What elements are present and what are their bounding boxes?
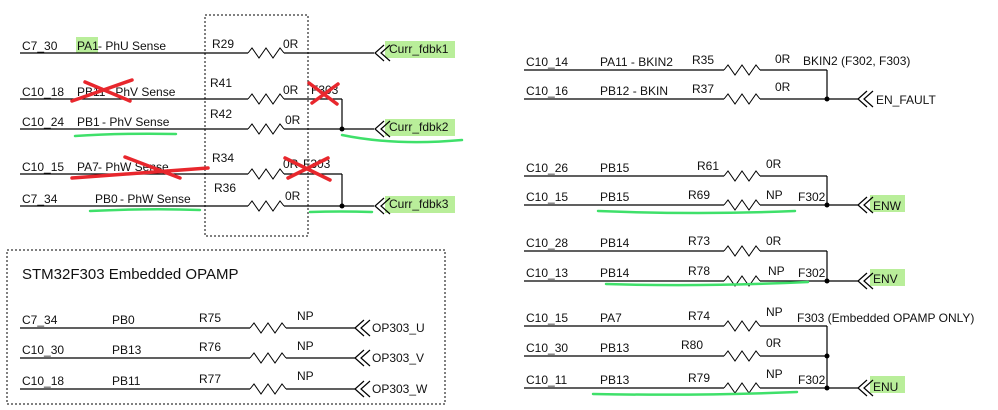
right-row5-connector: C10_28: [526, 236, 568, 250]
right-row1-connector: C10_14: [526, 55, 568, 69]
opamp-row2-ref: R76: [199, 340, 221, 354]
highlight-pa1: [76, 37, 98, 53]
highlight-curr-fdbk3: [385, 196, 455, 213]
right-row5-pin: PB14: [600, 236, 630, 250]
right-row6-note: F302: [798, 266, 826, 280]
right-row9-ref: R79: [688, 371, 710, 385]
right-row4-pin: PB15: [600, 190, 630, 204]
left-row3-ref: R42: [210, 107, 232, 121]
left-row1-value: 0R: [283, 37, 299, 51]
right-row1-note: BKIN2 (F302, F303): [803, 54, 910, 68]
opamp-row3-ref: R77: [199, 372, 221, 386]
right-row9-pin: PB13: [600, 373, 630, 387]
highlight-env: [870, 269, 905, 286]
left-row4-connector: C10_15: [22, 160, 64, 174]
right-row6-value: NP: [768, 264, 785, 278]
left-row2-connector: C10_18: [22, 85, 64, 99]
left-row5-ref: R36: [214, 181, 236, 195]
left-row1-ref: R29: [212, 37, 234, 51]
right-row6-pin: PB14: [600, 266, 630, 280]
right-row1-ref: R35: [692, 53, 714, 67]
right-row2-value: 0R: [775, 80, 791, 94]
highlight-curr-fdbk1: [385, 41, 455, 58]
right-row7-ref: R74: [688, 309, 710, 323]
green-underline-marks: [73, 132, 810, 396]
left-row3-pin: PB1: [77, 115, 100, 129]
opamp-section: [20, 319, 371, 398]
right-row7-connector: C10_15: [526, 311, 568, 325]
highlight-enw: [870, 195, 905, 212]
highlight-curr-fdbk2: [385, 119, 455, 136]
net-label-enw: ENW: [873, 199, 902, 213]
opamp-box-title: STM32F303 Embedded OPAMP: [22, 266, 239, 283]
right-row2-connector: C10_16: [526, 84, 568, 98]
right-row4-ref: R69: [688, 188, 710, 202]
opamp-row3-pin: PB11: [112, 374, 141, 388]
right-row9-value: NP: [766, 367, 783, 381]
net-label-enu: ENU: [873, 380, 898, 394]
right-row3-value: 0R: [766, 157, 782, 171]
left-row2-value: 0R: [283, 83, 299, 97]
opamp-row1-connector: C7_34: [22, 313, 58, 327]
right-row5-ref: R73: [688, 234, 710, 248]
opamp-row2-value: NP: [297, 339, 314, 353]
left-row2-ref: R41: [210, 76, 232, 90]
right-row3-connector: C10_26: [526, 161, 568, 175]
right-row4-note: F302: [798, 190, 826, 204]
left-row5-value: 0R: [285, 189, 301, 203]
right-row4-value: NP: [766, 188, 783, 202]
left-row5-pin: PB0: [95, 192, 118, 206]
right-row7-value: NP: [766, 305, 783, 319]
left-row5-desc: - PhW Sense: [120, 192, 191, 206]
opamp-row1-pin: PB0: [112, 313, 135, 327]
right-row3-ref: R61: [697, 159, 719, 173]
resistor-group-box: [204, 14, 309, 237]
right-row1-pin: PA11 - BKIN2: [600, 55, 673, 69]
net-label-op303-v: OP303_V: [372, 351, 424, 365]
highlight-enu: [870, 376, 905, 393]
right-row6-ref: R78: [688, 264, 710, 278]
opamp-row1-value: NP: [297, 309, 314, 323]
right-row3-pin: PB15: [600, 161, 630, 175]
left-row1-desc: - PhU Sense: [98, 39, 166, 53]
red-strike-marks: [70, 78, 340, 182]
left-row5-connector: C7_34: [22, 192, 58, 206]
left-row1-connector: C7_30: [22, 39, 58, 53]
opamp-row2-connector: C10_30: [22, 343, 64, 357]
right-section: [524, 64, 874, 397]
right-row8-connector: C10_30: [526, 341, 568, 355]
left-row3-value: 0R: [285, 113, 301, 127]
right-row9-note: F302: [798, 373, 826, 387]
right-row1-value: 0R: [775, 52, 791, 66]
right-row2-pin: PB12 - BKIN: [600, 84, 668, 98]
right-row5-value: 0R: [766, 234, 782, 248]
right-row8-ref: R80: [681, 338, 703, 352]
opamp-row3-connector: C10_18: [22, 374, 64, 388]
right-row9-connector: C10_11: [526, 373, 567, 387]
right-row2-ref: R37: [692, 82, 714, 96]
right-row8-pin: PB13: [600, 341, 630, 355]
net-label-op303-u: OP303_U: [372, 321, 425, 335]
opamp-row3-value: NP: [297, 369, 314, 383]
right-row7-pin: PA7: [600, 311, 622, 325]
opamp-row1-ref: R75: [199, 311, 221, 325]
right-row7-note: F303 (Embedded OPAMP ONLY): [797, 311, 974, 325]
left-row4-ref: R34: [212, 151, 234, 165]
net-label-curr-fdbk3: Curr_fdbk3: [389, 197, 449, 211]
net-label-curr-fdbk1: Curr_fdbk1: [389, 42, 449, 56]
left-row2-desc: - PhV Sense: [108, 85, 176, 99]
net-label-en-fault: EN_FAULT: [876, 93, 936, 107]
net-label-op303-w: OP303_W: [372, 382, 428, 396]
right-row4-connector: C10_15: [526, 190, 568, 204]
left-row3-connector: C10_24: [22, 115, 64, 129]
left-row1-pin: PA1: [77, 39, 99, 53]
net-label-env: ENV: [873, 272, 898, 286]
net-label-curr-fdbk2: Curr_fdbk2: [389, 120, 449, 134]
right-row6-connector: C10_13: [526, 266, 568, 280]
opamp-row2-pin: PB13: [112, 343, 142, 357]
left-row4-pin: PA7: [77, 160, 99, 174]
left-row3-desc: - PhV Sense: [102, 115, 170, 129]
right-row8-value: 0R: [766, 336, 782, 350]
